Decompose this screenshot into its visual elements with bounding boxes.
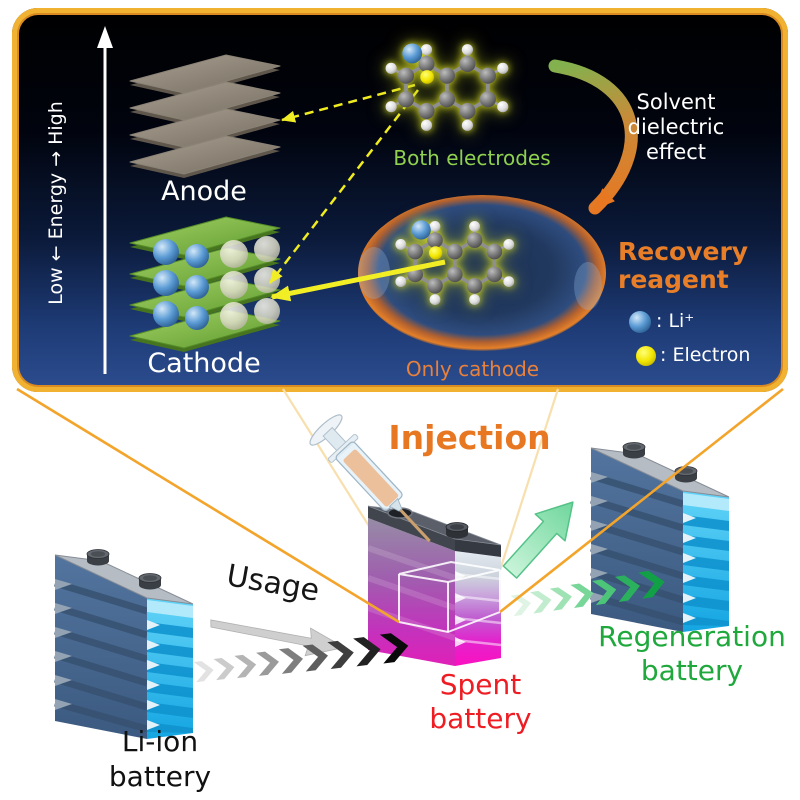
li-ion-battery (55, 550, 193, 740)
regeneration-battery-label: Regeneration battery (598, 620, 786, 687)
solvent-dielectric-effect-label: Solvent dielectric effect (627, 90, 725, 164)
cathode-plates (129, 216, 281, 353)
dashed-arrow-to-cathode (269, 89, 419, 284)
dashed-arrow-to-anode (281, 83, 416, 123)
spent-battery-label: Spent battery (429, 668, 532, 735)
recovery-reagent-label: Recovery reagent (618, 237, 749, 294)
cathode-li-and-vacancy-spheres (153, 236, 280, 330)
only-cathode-label: Only cathode (405, 357, 540, 381)
callout-wireframe-box (398, 560, 501, 634)
legend-li-sphere (629, 311, 651, 333)
energy-panel: Low ← Energy → High Anode Cathode Both e… (12, 8, 788, 392)
spent-battery (367, 505, 502, 666)
anode-label: Anode (161, 176, 247, 207)
injection-label: Injection (388, 418, 551, 457)
syringe (309, 414, 431, 543)
solid-arrow-to-cathode (270, 259, 446, 302)
regeneration-battery (591, 443, 729, 633)
energy-axis-arrow (97, 26, 113, 374)
callout-rays-strong (16, 387, 784, 624)
reaction-arrows (269, 83, 446, 302)
both-electrodes-label: Both electrodes (393, 146, 551, 170)
usage-arrow (210, 619, 346, 657)
solvent-effect-arrow (548, 59, 638, 215)
spent-terminal (445, 522, 469, 539)
energy-panel-art (97, 26, 656, 374)
legend-electron-label: : Electron (660, 344, 751, 366)
li-ion-battery-label: Li-ion battery (108, 725, 212, 793)
cathode-label: Cathode (147, 348, 261, 379)
regeneration-arrow (502, 501, 574, 579)
legend-li-label: : Li⁺ (656, 310, 695, 332)
legend-electron-sphere (636, 346, 656, 366)
